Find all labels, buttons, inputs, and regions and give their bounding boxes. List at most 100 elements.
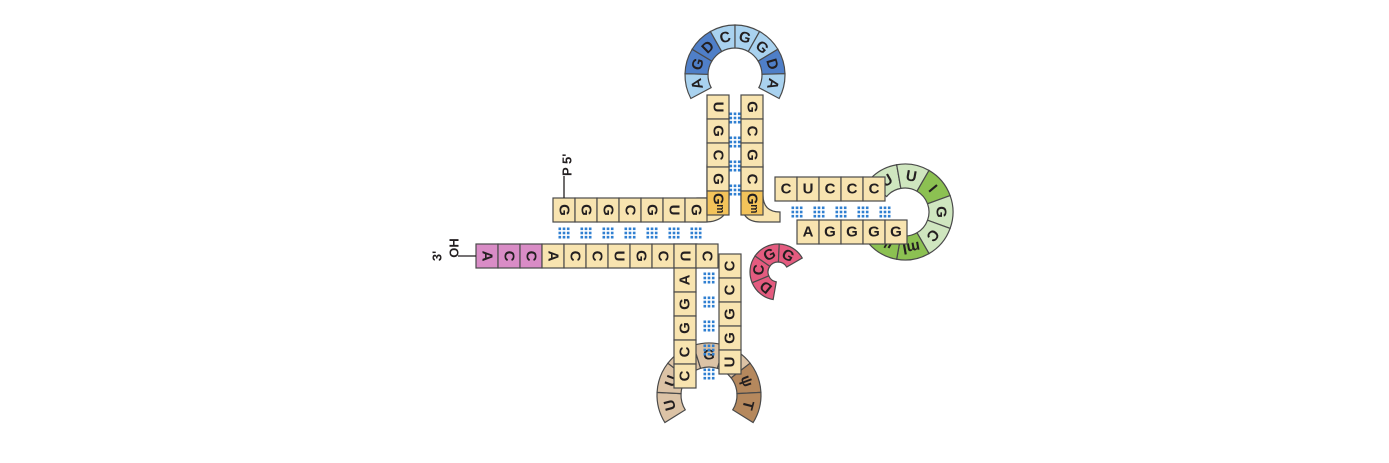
acceptor-3prime-7: C [695,243,719,269]
anticodon-stem-left-2: G [673,291,697,317]
t-stem-top-2-label: U [803,181,814,198]
variable-loop-2: C [749,255,771,284]
d-stem-left-5: Gᵐ [706,190,730,216]
anticodon-stem-right-2-label: C [722,284,739,295]
d-stem-left-4-label: G [710,173,727,185]
d-stem-right-4: C [740,166,764,192]
acceptor-5prime-5-label: G [644,204,661,216]
t-stem-top-5: C [862,176,886,202]
acceptor-3prime-5: C [651,243,675,269]
d-stem-left-3-label: C [710,150,727,161]
anticodon-stem-right-5-label: U [722,357,739,368]
anticodon-stem-right-3-label: G [722,308,739,320]
anticodon-stem-left-1: A [673,267,697,293]
acceptor-3prime-1: C [563,243,587,269]
acceptor-bond-3 [602,227,614,239]
d-loop-8-label: A [763,77,782,92]
t-stem-top-1: C [774,176,798,202]
t-loop-6: mI [895,231,930,261]
d-stem-right-5-label: Gᵐ [744,193,761,214]
acceptor-5prime-1-label: G [556,204,573,216]
d-stem-right-1: G [740,94,764,120]
anticodon-loop-6-label: ψ [737,373,757,390]
acceptor-3prime-6: U [673,243,697,269]
acceptor-3prime-5-label: C [655,251,672,262]
t-stem-top-5-label: C [869,181,880,198]
d-stem-left-1: U [706,94,730,120]
anticodon-stem-right-3: G [718,301,742,327]
anticodon-stem-right-1-label: C [722,260,739,271]
acceptor-5prime-3-label: G [600,204,617,216]
d-stem-bond-1 [729,112,741,124]
acceptor-tail-3: C [519,243,543,269]
anticodon-stem-bond-5 [703,368,715,380]
anticodon-stem-right-5-box [718,349,742,375]
acceptor-5prime-7-label: G [688,204,705,216]
acceptor-5prime-5: G [640,197,664,223]
three-prime-oh-label: OH [446,238,461,258]
t-stem-top-3: C [818,176,842,202]
anticodon-stem-left-3: G [673,315,697,341]
t-stem-bond-4 [857,206,869,218]
t-stem-bottom-2-label: G [824,224,836,241]
acceptor-3prime-4: G [629,243,653,269]
t-stem-top-4: C [840,176,864,202]
anticodon-loop-1: U [656,391,687,424]
d-stem-bond-4 [729,184,741,196]
anticodon-stem-right-4-label: G [722,332,739,344]
acceptor-tail-3-label: C [523,251,540,262]
d-stem-right-5-box [740,190,764,216]
acceptor-3prime-2-label: C [589,251,606,262]
acceptor-tail-1-label: A [479,251,496,262]
t-loop-3: I [916,169,951,205]
t-stem-bottom-5: G [884,219,908,245]
anticodon-stem-bond-2 [703,296,715,308]
d-stem-right-2: C [740,118,764,144]
t-stem-bottom-3: G [840,219,864,245]
three-prime-end: 3' OH [429,238,476,261]
d-loop-8: A [758,73,786,100]
acceptor-5prime-2-label: G [578,204,595,216]
d-stem-left-2-label: G [710,125,727,137]
t-stem-bond-5 [879,206,891,218]
t-stem-bottom-1: A [796,219,820,245]
acceptor-5prime-1: G [552,197,576,223]
five-prime-end: P 5' [559,154,574,198]
hydrogen-bonds-layer [558,112,891,380]
d-loop-6: G [747,30,779,62]
acceptor-bond-2 [580,227,592,239]
t-stem-bottom-4-label: G [868,224,880,241]
acceptor-3prime-7-label: C [699,251,716,262]
t-stem-bottom-5-box [884,219,908,245]
variable-loop-2-label: C [750,263,768,276]
acceptor-bond-5 [646,227,658,239]
anticodon-loop-7-label: T [738,398,757,411]
anticodon-stem-right-4: G [718,325,742,351]
t-loop-5: C [916,219,951,255]
d-stem-left-4: G [706,166,730,192]
t-stem-bottom-4: G [862,219,886,245]
acceptor-5prime-6-label: U [666,205,683,216]
d-stem-left-2: G [706,118,730,144]
anticodon-stem-left-1-label: A [677,274,694,285]
acceptor-3prime-7-box [695,243,719,269]
d-loop-4: C [709,24,736,53]
d-stem-left-5-box [706,190,730,216]
d-stem-left-3: C [706,142,730,168]
anticodon-stem-right-1: C [718,253,742,279]
d-loop-4-label: C [718,28,733,47]
d-stem-left-1-label: U [710,102,727,113]
acceptor-tail-4-label: A [545,251,562,262]
five-prime-label: P 5' [559,154,574,176]
acceptor-3prime-2: C [585,243,609,269]
d-loop-7-label: D [762,57,781,72]
anticodon-stem-left-5: C [673,363,697,389]
acceptor-3prime-1-label: C [567,251,584,262]
d-stem-bond-3 [729,160,741,172]
t-loop-4-label: G [933,206,950,218]
t-stem-top-5-box [862,176,886,202]
anticodon-stem-left-2-label: G [677,298,694,310]
t-stem-top-1-label: C [781,181,792,198]
anticodon-stem-bond-4 [703,344,715,356]
anticodon-stem-left-4-label: C [677,346,694,357]
